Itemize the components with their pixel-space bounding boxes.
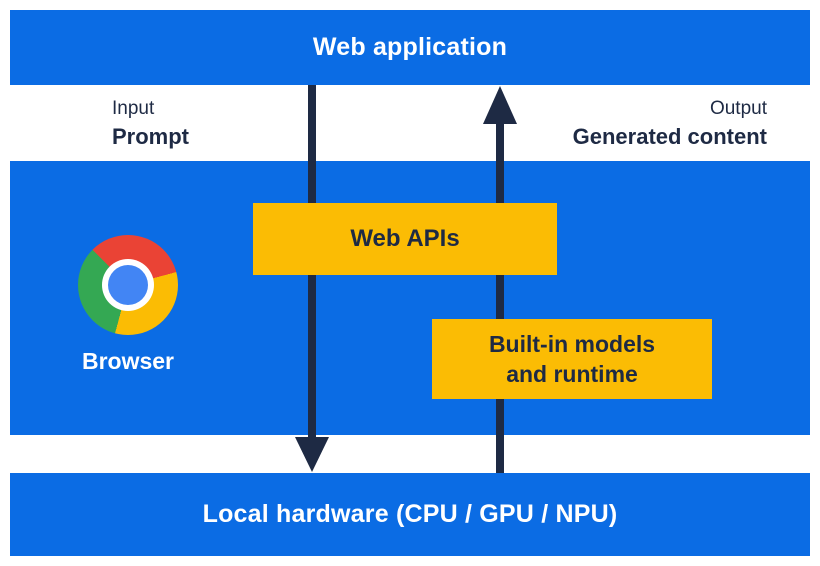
local-hardware-layer: Local hardware (CPU / GPU / NPU) <box>10 473 810 556</box>
builtin-models-label-line1: Built-in models <box>488 331 656 357</box>
chrome-browser-logo-icon <box>78 235 178 335</box>
browser-label: Browser <box>81 348 175 374</box>
local-hardware-label: Local hardware (CPU / GPU / NPU) <box>202 500 618 528</box>
input-kind-label: Input <box>112 98 155 119</box>
builtin-models-label-line2: and runtime <box>506 361 638 387</box>
chrome-logo-ring <box>102 259 154 311</box>
input-value-label: Prompt <box>112 123 189 149</box>
builtin-models-box: Built-in models and runtime <box>432 319 712 399</box>
input-flow-labels: Input Prompt <box>112 97 189 150</box>
web-application-layer: Web application <box>10 10 810 85</box>
output-kind-label: Output <box>709 98 767 119</box>
output-flow-labels: Output Generated content <box>573 97 767 150</box>
web-apis-label: Web APIs <box>350 225 460 252</box>
web-apis-box: Web APIs <box>253 203 557 275</box>
output-value-label: Generated content <box>572 123 767 149</box>
web-application-label: Web application <box>312 33 508 61</box>
chrome-logo-core <box>108 265 148 305</box>
